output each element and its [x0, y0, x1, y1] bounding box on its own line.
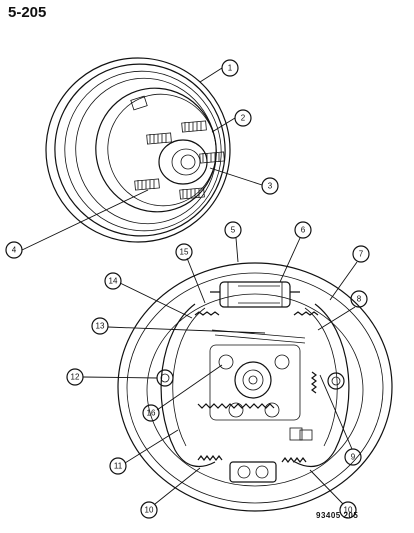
callout-label: 4	[12, 246, 17, 255]
callout-11: 11	[109, 457, 127, 475]
callout-4: 4	[5, 241, 23, 259]
callout-label: 6	[301, 226, 306, 235]
callout-label: 14	[109, 277, 118, 286]
callout-label: 13	[96, 322, 105, 331]
callout-label: 5	[231, 226, 236, 235]
callout-6: 6	[294, 221, 312, 239]
callout-label: 7	[359, 250, 364, 259]
callout-14: 14	[104, 272, 122, 290]
callout-10-right: 10	[339, 501, 357, 519]
callout-10-left: 10	[140, 501, 158, 519]
callout-label: 10	[145, 506, 154, 515]
callout-15: 15	[175, 243, 193, 261]
callout-label: 11	[114, 462, 123, 471]
hub-and-studs	[134, 120, 225, 200]
hub-flange	[209, 344, 301, 421]
callout-label: 12	[71, 373, 80, 382]
callout-3: 3	[261, 177, 279, 195]
figure-code: 93405 205	[316, 511, 359, 520]
page-code: 5-205	[8, 4, 47, 21]
callout-7: 7	[352, 245, 370, 263]
callouts: 1 2 3 4 5 6 7 8 9 10 11 12 13 14 15 16 1…	[5, 59, 370, 519]
callout-label: 8	[357, 295, 362, 304]
brake-drum	[45, 57, 231, 243]
callout-1: 1	[221, 59, 239, 77]
callout-label: 15	[180, 248, 189, 257]
callout-label: 9	[351, 453, 356, 462]
callout-13: 13	[91, 317, 109, 335]
adjuster-and-anchor	[229, 427, 313, 483]
leader-lines	[21, 67, 358, 505]
wheel-cylinder	[210, 281, 300, 308]
callout-8: 8	[350, 290, 368, 308]
callout-16: 16	[142, 404, 160, 422]
backing-plate	[117, 262, 393, 512]
callout-9: 9	[344, 448, 362, 466]
brake-shoes	[160, 303, 350, 468]
callout-5: 5	[224, 221, 242, 239]
callout-label: 1	[228, 64, 233, 73]
return-springs	[194, 311, 319, 463]
callout-label: 3	[268, 182, 273, 191]
callout-label: 2	[241, 114, 246, 123]
callout-label: 16	[147, 409, 156, 418]
callout-2: 2	[234, 109, 252, 127]
callout-12: 12	[66, 368, 84, 386]
callout-label: 10	[344, 506, 353, 515]
